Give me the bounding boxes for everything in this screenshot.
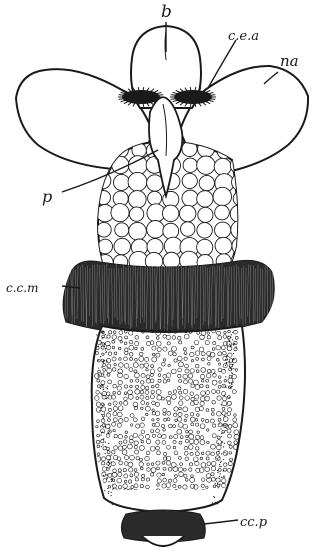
label-ccp: cc.p: [240, 515, 268, 530]
label-ccm: c.c.m: [6, 281, 38, 295]
posterior-tip: [142, 536, 184, 546]
label-cea: c.e.a: [228, 29, 259, 44]
label-na: na: [280, 52, 299, 70]
label-b: b: [161, 2, 172, 22]
label-p: p: [42, 187, 52, 206]
leader-ccp: [204, 520, 238, 524]
